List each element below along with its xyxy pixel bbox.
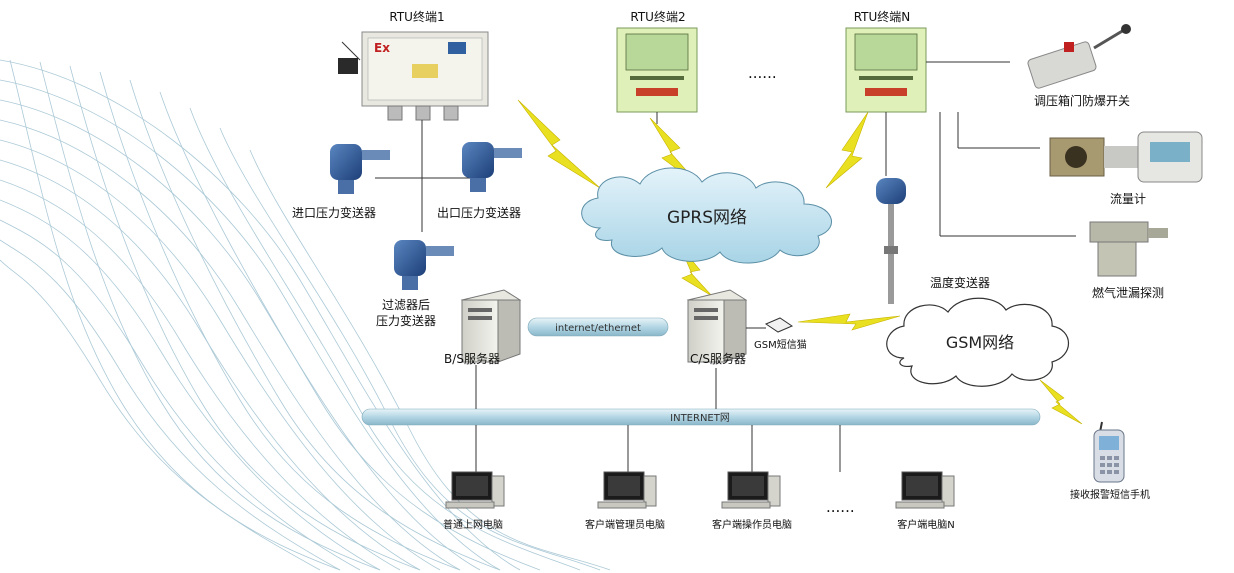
internet-bus: INTERNET网 [361, 408, 1041, 426]
inlet-pressure-label: 进口压力变送器 [292, 206, 377, 220]
bs-server [460, 289, 522, 363]
door-switch-label: 调压箱门防爆开关 [1033, 94, 1131, 108]
rtuN-label: RTU终端N [853, 10, 911, 24]
pc-n-icon [895, 471, 955, 509]
gprs-label: GPRS网络 [667, 208, 747, 228]
rtu2-panel [616, 27, 698, 124]
filter-pressure-label-2: 压力变送器 [375, 314, 437, 328]
bus-drops [475, 365, 841, 472]
temp-transmitter-label: 温度变送器 [930, 276, 991, 290]
rtu-ellipsis: ...... [748, 64, 777, 82]
pc-general-icon [445, 471, 505, 509]
pc-operator-label: 客户端操作员电脑 [712, 520, 792, 531]
gsm-cloud: GSM网络 [886, 297, 1069, 387]
rtu2-label: RTU终端2 [630, 10, 686, 24]
flow-meter-device [1049, 131, 1203, 183]
gprs-cloud: GPRS网络 [581, 167, 832, 264]
pc-ellipsis: ...... [826, 498, 855, 516]
pc-n-label: 客户端电脑N [897, 520, 955, 531]
gsm-label: GSM网络 [946, 333, 1014, 352]
cs-server [686, 289, 766, 363]
bs-server-label: B/S服务器 [444, 352, 500, 366]
ethernet-tube-label: internet/ethernet [555, 323, 641, 334]
rtu1-label: RTU终端1 [389, 10, 445, 24]
outlet-pressure-label: 出口压力变送器 [437, 206, 522, 220]
ethernet-tube: internet/ethernet [527, 317, 669, 337]
pc-admin-label: 客户端管理员电脑 [585, 520, 665, 531]
pc-operator-icon [721, 471, 781, 509]
lightning-icon [1039, 379, 1083, 425]
rtuN-panel [845, 27, 1076, 237]
pc-general-label: 普通上网电脑 [443, 520, 503, 531]
temperature-transmitter [876, 178, 906, 304]
internet-bus-label: INTERNET网 [670, 412, 730, 424]
gsm-modem [764, 317, 794, 333]
rtu1-plate-text: Ex [374, 41, 390, 55]
phone-label: 接收报警短信手机 [1070, 490, 1150, 501]
background-mesh [0, 59, 611, 571]
door-switch-device [1027, 24, 1131, 89]
filter-pressure-label-1: 过滤器后 [381, 298, 431, 312]
rtu1-box: Ex [338, 31, 489, 232]
pc-admin-icon [597, 471, 657, 509]
lightning-icon [825, 111, 869, 189]
pressure-transmitter-inlet [330, 144, 390, 194]
pc-icons [445, 471, 955, 509]
flow-meter-label: 流量计 [1109, 192, 1147, 206]
sms-modem-label: GSM短信猫 [754, 340, 807, 351]
pressure-transmitter-filter [394, 240, 454, 290]
gas-leak-detector [1089, 221, 1168, 277]
cs-server-label: C/S服务器 [689, 352, 747, 366]
phone-icon [1093, 421, 1125, 483]
lightning-icon [517, 99, 601, 189]
pressure-transmitter-outlet [462, 142, 522, 192]
gas-leak-label: 燃气泄漏探测 [1091, 286, 1165, 300]
lightning-icon [797, 313, 901, 331]
